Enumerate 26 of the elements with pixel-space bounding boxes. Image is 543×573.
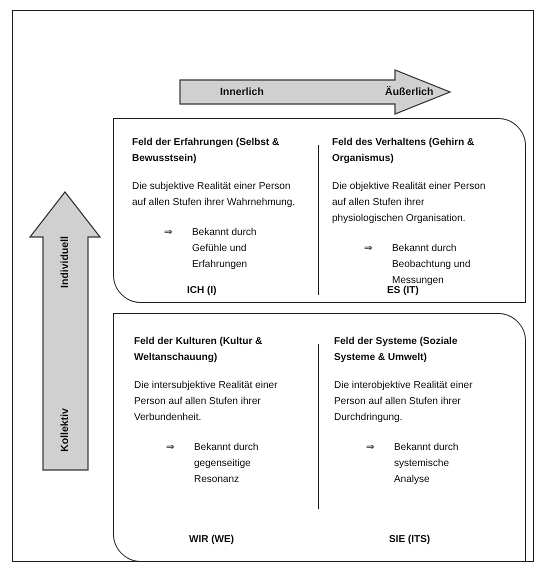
axis-label: Individuell [59,236,71,288]
rounded-panel [113,118,526,303]
known-by-text: Bekannt durch Gefühle und Erfahrungen [192,227,256,270]
axis-label: Äußerlich [385,86,434,98]
field-description: Die subjektive Realität einer Person auf allen Stufen ihrer Wahrnehmung. [132,180,296,210]
field-description: Die intersubjektive Realität einer Person auf allen Stufen ihrer Verbundenheit. [134,379,278,425]
implies-symbol: ⇒ [366,441,374,455]
known-by-text: Bekannt durch gegenseitige Resonanz [194,442,258,485]
rounded-panel [113,313,526,562]
axis-label: Kollektiv [59,408,71,452]
implies-symbol: ⇒ [364,242,372,256]
quadrant-label: SIE (ITS) [389,534,430,545]
implies-symbol: ⇒ [166,441,174,455]
field-heading: Feld der Erfahrungen (Selbst & Bewusstsein) [132,136,280,166]
field-description: Die objektive Realität einer Person auf allen Stufen ihrer physiologischen Organisation. [332,180,486,226]
field-heading: Feld der Systeme (Soziale Systeme & Umwelt) [334,335,458,365]
field-heading: Feld des Verhaltens (Gehirn & Organismus) [332,136,476,166]
quadrant-label: ICH (I) [187,285,216,296]
quadrant-label: WIR (WE) [189,534,234,545]
known-by-text: Bekannt durch Beobachtung und Messungen [392,243,470,286]
axis-label: Innerlich [220,86,264,98]
implies-symbol: ⇒ [164,226,172,240]
known-by-text: Bekannt durch systemische Analyse [394,442,458,485]
field-description: Die interobjektive Realität einer Person auf allen Stufen ihrer Durchdringung. [334,379,474,425]
field-heading: Feld der Kulturen (Kultur & Weltanschauung) [134,335,264,365]
quadrant-label: ES (IT) [387,285,419,296]
